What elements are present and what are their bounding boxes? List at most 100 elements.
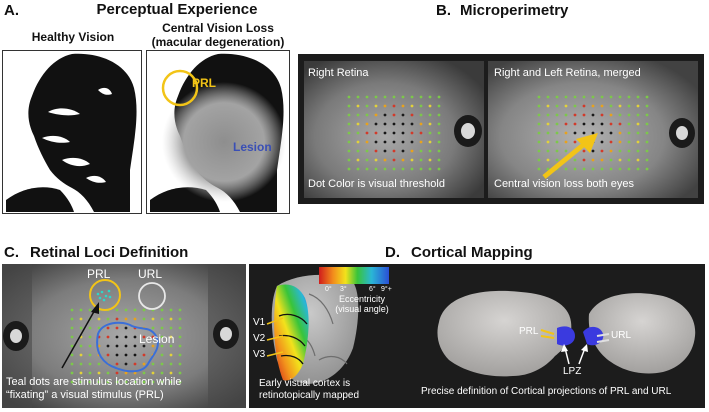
panel-c-title: Retinal Loci Definition bbox=[30, 244, 189, 261]
perimetry-dot bbox=[79, 380, 83, 384]
perimetry-dot bbox=[169, 326, 173, 330]
lesion-label-a: Lesion bbox=[233, 140, 272, 154]
perimetry-dot bbox=[428, 140, 432, 144]
perimetry-dot bbox=[124, 344, 128, 348]
perimetry-dot bbox=[555, 140, 559, 144]
perimetry-dot bbox=[573, 167, 577, 171]
perimetry-dot bbox=[374, 95, 378, 99]
perimetry-dot bbox=[142, 317, 146, 321]
perimetry-dot bbox=[645, 158, 649, 162]
perimetry-dot bbox=[627, 95, 631, 99]
perimetry-dot bbox=[133, 308, 137, 312]
perimetry-dot bbox=[88, 380, 92, 384]
perimetry-dot bbox=[546, 140, 550, 144]
perimetry-dot bbox=[374, 131, 378, 135]
perimetry-dot bbox=[160, 371, 164, 375]
perimetry-dot bbox=[160, 353, 164, 357]
right-retina-image bbox=[304, 61, 484, 198]
perimetry-dot bbox=[356, 95, 360, 99]
perimetry-dot bbox=[591, 122, 595, 126]
perimetry-dot bbox=[645, 140, 649, 144]
perimetry-dot bbox=[600, 95, 604, 99]
perimetry-dot bbox=[97, 380, 101, 384]
perimetry-dot bbox=[591, 149, 595, 153]
perimetry-dot bbox=[591, 104, 595, 108]
perimetry-dot bbox=[347, 113, 351, 117]
perimetry-dot bbox=[124, 335, 128, 339]
perimetry-dot bbox=[582, 149, 586, 153]
perimetry-dot bbox=[573, 122, 577, 126]
perimetry-dot bbox=[374, 158, 378, 162]
perimetry-dot bbox=[609, 113, 613, 117]
perimetry-dot bbox=[79, 353, 83, 357]
tick-6: 6° bbox=[369, 286, 376, 293]
perimetry-dot bbox=[573, 104, 577, 108]
perimetry-dot bbox=[365, 158, 369, 162]
left-projection-area bbox=[557, 326, 575, 346]
vision-loss-arrow-shaft bbox=[542, 139, 590, 179]
perimetry-dot bbox=[546, 131, 550, 135]
perimetry-dot bbox=[124, 371, 128, 375]
perimetry-dot bbox=[133, 353, 137, 357]
perimetry-dot bbox=[115, 326, 119, 330]
early-visual-cortex-caption: Early visual cortex is retinotopically m… bbox=[259, 378, 359, 402]
perimetry-dot bbox=[178, 371, 182, 375]
perimetry-dot bbox=[627, 167, 631, 171]
lesion-outline bbox=[96, 321, 159, 373]
perimetry-dot bbox=[546, 113, 550, 117]
perimetry-dot bbox=[564, 113, 568, 117]
perimetry-dot bbox=[356, 104, 360, 108]
perimetry-dot bbox=[437, 131, 441, 135]
perimetry-dot bbox=[600, 158, 604, 162]
perimetry-dot bbox=[347, 131, 351, 135]
perimetry-dot bbox=[410, 140, 414, 144]
perimetry-dot bbox=[70, 308, 74, 312]
perimetry-dot bbox=[347, 122, 351, 126]
perimetry-dot bbox=[564, 149, 568, 153]
left-hemisphere bbox=[437, 290, 572, 377]
perimetry-dot bbox=[609, 122, 613, 126]
perimetry-dot bbox=[537, 95, 541, 99]
prl-circle-marker bbox=[161, 69, 199, 107]
perimetry-dot bbox=[356, 149, 360, 153]
early-visual-cortex-line1: Early visual cortex is bbox=[259, 378, 351, 389]
perimetry-dot bbox=[555, 149, 559, 153]
perimetry-dot bbox=[88, 326, 92, 330]
perimetry-dot bbox=[537, 113, 541, 117]
perimetry-dot bbox=[428, 122, 432, 126]
perimetry-dot bbox=[70, 353, 74, 357]
perimetry-dot bbox=[115, 362, 119, 366]
v1-label: V1 bbox=[253, 317, 266, 328]
perimetry-dot bbox=[564, 140, 568, 144]
fixation-dot bbox=[107, 289, 111, 293]
perimetry-dot bbox=[356, 167, 360, 171]
perimetry-dot bbox=[97, 371, 101, 375]
perimetry-dot bbox=[169, 362, 173, 366]
central-vision-loss-line1: Central Vision Loss bbox=[162, 21, 274, 35]
cortical-projection-caption: Precise definition of Cortical projectio… bbox=[421, 386, 672, 397]
perimetry-dot bbox=[106, 317, 110, 321]
perimetry-dot bbox=[392, 122, 396, 126]
perimetry-dot bbox=[151, 317, 155, 321]
perimetry-dot bbox=[591, 131, 595, 135]
perimetry-dot bbox=[627, 113, 631, 117]
eccentricity-label-line2: (visual angle) bbox=[335, 304, 389, 314]
perimetry-dot bbox=[383, 149, 387, 153]
retinal-loci-panel: PRL URL Lesion Teal dots are stimulus lo… bbox=[2, 264, 246, 408]
perimetry-dot bbox=[70, 362, 74, 366]
perimetry-dot bbox=[618, 122, 622, 126]
perimetry-dot bbox=[437, 149, 441, 153]
perimetry-dot bbox=[70, 326, 74, 330]
perimetry-dot bbox=[374, 113, 378, 117]
perimetry-dot bbox=[365, 95, 369, 99]
perimetry-dot bbox=[133, 380, 137, 384]
perimetry-dot bbox=[582, 95, 586, 99]
perimetry-dot bbox=[124, 353, 128, 357]
perimetry-dot bbox=[636, 122, 640, 126]
perimetry-dot bbox=[410, 131, 414, 135]
panel-a-letter: A. bbox=[4, 2, 19, 19]
prl-label-c: PRL bbox=[87, 267, 111, 281]
perimetry-dot bbox=[419, 149, 423, 153]
fixation-dot bbox=[102, 298, 106, 302]
fixation-dot bbox=[96, 292, 100, 296]
